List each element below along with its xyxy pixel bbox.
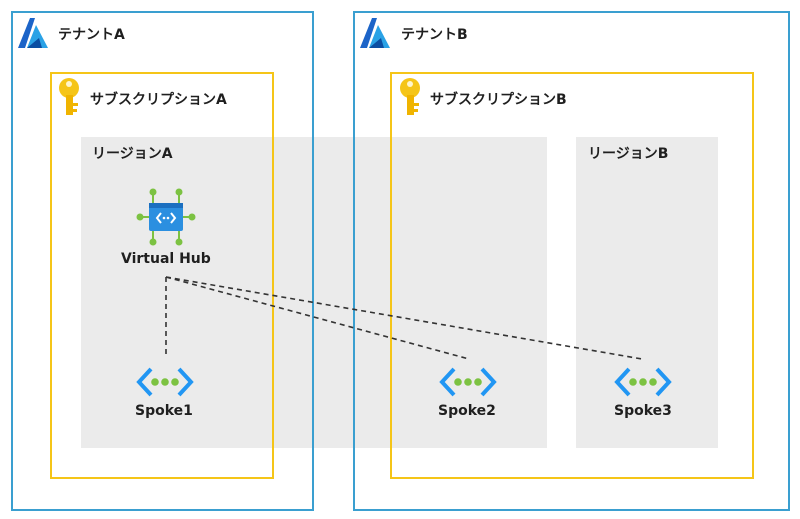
subscription-b [390, 72, 754, 479]
region-a-label: リージョンA [92, 146, 173, 162]
virtual-network-icon [614, 367, 672, 397]
region-b-label: リージョンB [588, 146, 669, 162]
virtual-network-icon [136, 367, 194, 397]
key-icon [400, 78, 420, 115]
region-a [81, 137, 547, 448]
azure-logo-icon [18, 18, 48, 48]
hub-spoke2-connection [165, 276, 470, 360]
hub-spoke3-connection [165, 276, 643, 360]
region-b [576, 137, 718, 448]
tenant-a [11, 11, 314, 511]
virtual-hub-label: Virtual Hub [121, 251, 211, 267]
spoke3-label: Spoke3 [614, 403, 672, 419]
azure-logo-icon [360, 18, 390, 48]
subscription-b-label: サブスクリプションB [430, 92, 567, 108]
tenant-b-label: テナントB [401, 27, 468, 43]
spoke2-label: Spoke2 [438, 403, 496, 419]
tenant-a-label: テナントA [58, 27, 125, 43]
virtual-network-icon [439, 367, 497, 397]
virtual-hub-icon [136, 188, 196, 246]
spoke1-label: Spoke1 [135, 403, 193, 419]
subscription-a-label: サブスクリプションA [90, 92, 227, 108]
key-icon [59, 78, 79, 115]
subscription-a [50, 72, 274, 479]
tenant-b [353, 11, 790, 511]
